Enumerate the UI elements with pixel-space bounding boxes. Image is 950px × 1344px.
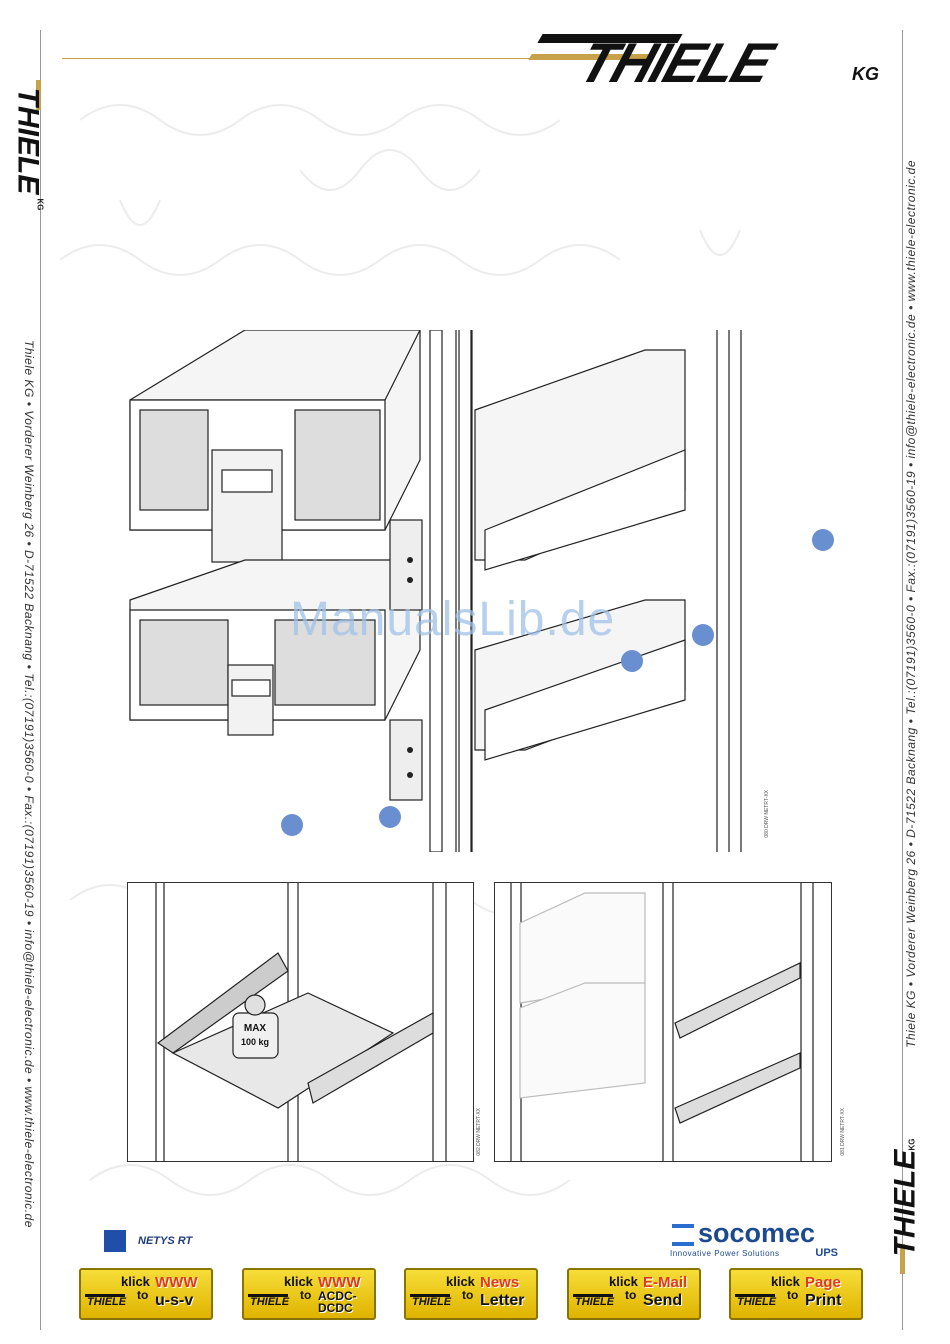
- left-contact-text: Thiele KG • Vorderer Weinberg 26 • D-715…: [22, 340, 36, 1228]
- link-button-www-acdc[interactable]: THIELE klick to WWW ACDC-DCDC: [242, 1268, 376, 1320]
- button-target-line1: Page: [805, 1274, 841, 1291]
- figure-code: 081 DRW NETRT-XX: [840, 1108, 846, 1156]
- mini-thiele-logo: THIELE: [575, 1296, 615, 1308]
- logo-suffix: KG: [852, 64, 879, 84]
- step-badge: [812, 529, 834, 551]
- stacked-units-panel: [494, 882, 832, 1162]
- button-klick-label: klick: [771, 1274, 800, 1289]
- step-badge: [281, 814, 303, 836]
- left-rule: [40, 30, 41, 1330]
- rail-mount-drawing: [458, 330, 742, 852]
- button-klick-label: klick: [609, 1274, 638, 1289]
- mini-logo-bar: [410, 1294, 450, 1297]
- button-target-line2: Print: [805, 1292, 842, 1309]
- thiele-logo-left: THIELE KG: [11, 78, 48, 216]
- mini-thiele-logo: THIELE: [412, 1296, 452, 1308]
- logo-wordmark: THIELE: [888, 1149, 922, 1257]
- logo-wordmark: THIELE: [11, 87, 45, 195]
- socomec-logo: socomec Innovative Power Solutions UPS: [670, 1218, 840, 1262]
- button-target-line1: E-Mail: [643, 1274, 688, 1291]
- button-to-label: to: [462, 1288, 474, 1302]
- thiele-logo-right: THIELE KG: [888, 1138, 932, 1276]
- thiele-logo-top: THIELE KG: [528, 28, 890, 94]
- mini-thiele-logo: THIELE: [250, 1296, 290, 1308]
- mini-logo-bar: [85, 1294, 125, 1297]
- right-rule: [902, 30, 903, 1330]
- socomec-name: socomec: [698, 1218, 816, 1248]
- figure-code: 082 DRW NETRT-XX: [476, 1108, 482, 1156]
- shelf-drawing: MAX 100 kg: [155, 883, 447, 1161]
- logo-suffix: KG: [35, 198, 45, 211]
- step-badge: [379, 806, 401, 828]
- button-to-label: to: [787, 1288, 799, 1302]
- socomec-tagline: Innovative Power Solutions: [670, 1249, 780, 1258]
- button-klick-label: klick: [121, 1274, 150, 1289]
- mini-logo-bar: [735, 1294, 775, 1297]
- mini-thiele-logo: THIELE: [87, 1296, 127, 1308]
- button-target-line1: WWW: [318, 1274, 361, 1291]
- logo-wordmark: THIELE: [571, 31, 780, 94]
- product-name: NETYS RT: [138, 1235, 193, 1247]
- button-to-label: to: [137, 1288, 149, 1302]
- button-klick-label: klick: [284, 1274, 313, 1289]
- link-button-print[interactable]: THIELE klick to Page Print: [729, 1268, 863, 1320]
- button-to-label: to: [300, 1288, 312, 1302]
- button-klick-label: klick: [446, 1274, 475, 1289]
- link-button-email[interactable]: THIELE klick to E-Mail Send: [567, 1268, 701, 1320]
- mini-logo-bar: [248, 1294, 288, 1297]
- mini-thiele-logo: THIELE: [737, 1296, 777, 1308]
- step-badge: [692, 624, 714, 646]
- link-button-www-usv[interactable]: THIELE klick to WWW u-s-v: [79, 1268, 213, 1320]
- figure-code: 080 DRW NETRT-XX: [764, 790, 770, 838]
- button-to-label: to: [625, 1288, 637, 1302]
- watermark: ManualsLib.de: [290, 593, 616, 646]
- logo-suffix: KG: [907, 1138, 917, 1151]
- button-target-line2: Send: [643, 1292, 683, 1309]
- rack-mount-drawing: [129, 330, 473, 852]
- logo-bar-gold: [36, 80, 41, 110]
- button-target-line2: Letter: [480, 1292, 525, 1309]
- link-button-newsletter[interactable]: THIELE klick to News Letter: [404, 1268, 538, 1320]
- step-badge: [621, 650, 643, 672]
- button-target-line1: News: [480, 1274, 520, 1291]
- button-target-line2: u-s-v: [155, 1292, 194, 1309]
- shelf-panel: MAX 100 kg: [127, 882, 474, 1162]
- logo-bar-gold: [900, 1244, 905, 1274]
- right-contact-text: Thiele KG • Vorderer Weinberg 26 • D-715…: [904, 160, 918, 1048]
- weight-label-kg: 100 kg: [241, 1037, 269, 1047]
- socomec-ups: UPS: [815, 1247, 838, 1259]
- product-color-swatch: [104, 1230, 126, 1252]
- top-rule: [62, 58, 532, 59]
- button-target-line2: ACDC-DCDC: [318, 1289, 357, 1315]
- socomec-mark-icon: [672, 1224, 694, 1246]
- mini-logo-bar: [573, 1294, 613, 1297]
- weight-label-max: MAX: [244, 1023, 267, 1034]
- button-target-line1: WWW: [155, 1274, 198, 1291]
- stacked-units-drawing: [510, 883, 814, 1161]
